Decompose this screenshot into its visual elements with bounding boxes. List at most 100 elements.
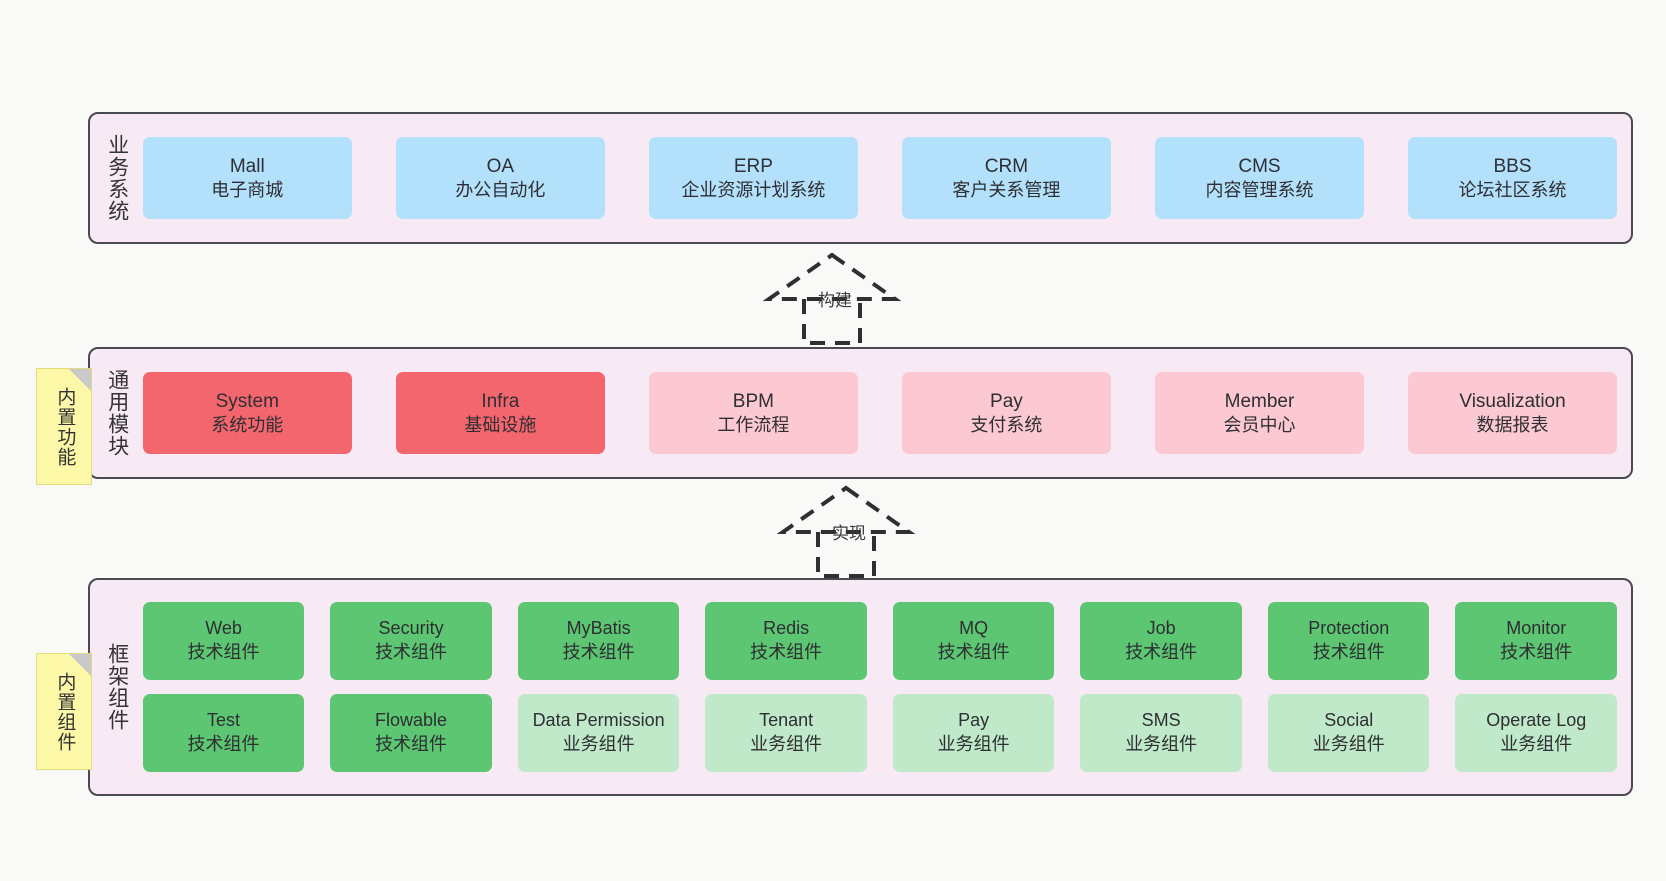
card-bpm[interactable]: BPM 工作流程 bbox=[648, 372, 858, 454]
card-bpm-name: BPM bbox=[732, 390, 774, 412]
card-test[interactable]: Test 技术组件 bbox=[142, 694, 305, 772]
card-visualization-desc: 数据报表 bbox=[1476, 414, 1549, 435]
layer-common-modules: 通用模块 System 系统功能 Infra 基础设施 BPM 工作流程 Pay… bbox=[88, 347, 1633, 479]
card-redis-desc: 技术组件 bbox=[750, 642, 823, 662]
card-infra[interactable]: Infra 基础设施 bbox=[395, 372, 605, 454]
card-data-permission-name: Data Permission bbox=[532, 710, 665, 731]
common-modules-card-list: System 系统功能 Infra 基础设施 BPM 工作流程 Pay 支付系统… bbox=[137, 372, 1631, 454]
layer-business-systems: 业务系统 Mall 电子商城 OA 办公自动化 ERP 企业资源计划系统 CRM… bbox=[88, 112, 1633, 244]
card-cms[interactable]: CMS 内容管理系统 bbox=[1154, 137, 1364, 219]
card-cms-desc: 内容管理系统 bbox=[1205, 179, 1314, 200]
card-mybatis[interactable]: MyBatis 技术组件 bbox=[517, 602, 680, 680]
note-fold-corner-icon bbox=[69, 369, 91, 391]
card-mq-desc: 技术组件 bbox=[937, 642, 1010, 662]
card-crm[interactable]: CRM 客户关系管理 bbox=[901, 137, 1111, 219]
card-operate-log[interactable]: Operate Log 业务组件 bbox=[1455, 694, 1618, 772]
card-data-permission-desc: 业务组件 bbox=[562, 734, 635, 754]
card-mybatis-name: MyBatis bbox=[566, 618, 631, 639]
connector-implement: 实现 bbox=[766, 483, 926, 580]
card-mall[interactable]: Mall 电子商城 bbox=[142, 137, 352, 219]
card-web[interactable]: Web 技术组件 bbox=[142, 602, 305, 680]
note-builtin-component-label: 内置组件 bbox=[54, 671, 76, 752]
card-monitor-name: Monitor bbox=[1506, 618, 1567, 639]
connector-build-label: 构建 bbox=[818, 291, 852, 310]
card-visualization-name: Visualization bbox=[1459, 390, 1566, 412]
framework-biz-row: Test 技术组件 Flowable 技术组件 Data Permission … bbox=[142, 694, 1618, 772]
card-erp[interactable]: ERP 企业资源计划系统 bbox=[648, 137, 858, 219]
card-bpm-desc: 工作流程 bbox=[717, 414, 790, 435]
note-builtin-function: 内置功能 bbox=[36, 368, 92, 485]
card-job-name: Job bbox=[1146, 618, 1176, 639]
card-oa-desc: 办公自动化 bbox=[455, 179, 546, 200]
card-member-name: Member bbox=[1224, 390, 1295, 412]
card-operate-log-desc: 业务组件 bbox=[1500, 734, 1573, 754]
card-member-desc: 会员中心 bbox=[1223, 414, 1296, 435]
card-mybatis-desc: 技术组件 bbox=[562, 642, 635, 662]
card-pay-module[interactable]: Pay 支付系统 bbox=[901, 372, 1111, 454]
card-test-name: Test bbox=[207, 710, 241, 731]
card-social-desc: 业务组件 bbox=[1312, 734, 1385, 754]
card-system-desc: 系统功能 bbox=[211, 414, 284, 435]
layer-framework-components: 框架组件 Web 技术组件 Security 技术组件 MyBatis 技术组件… bbox=[88, 578, 1633, 796]
card-erp-desc: 企业资源计划系统 bbox=[681, 179, 826, 200]
card-cms-name: CMS bbox=[1238, 155, 1281, 177]
connector-build: 构建 bbox=[752, 250, 912, 347]
card-protection[interactable]: Protection 技术组件 bbox=[1267, 602, 1430, 680]
dashed-hollow-arrow-icon bbox=[762, 252, 902, 345]
card-test-desc: 技术组件 bbox=[187, 734, 260, 754]
card-redis[interactable]: Redis 技术组件 bbox=[705, 602, 867, 680]
card-job[interactable]: Job 技术组件 bbox=[1080, 602, 1242, 680]
framework-tech-row: Web 技术组件 Security 技术组件 MyBatis 技术组件 Redi… bbox=[142, 602, 1618, 680]
card-mq[interactable]: MQ 技术组件 bbox=[892, 602, 1055, 680]
card-mall-desc: 电子商城 bbox=[211, 179, 284, 200]
note-builtin-function-label: 内置功能 bbox=[54, 386, 76, 467]
card-tenant[interactable]: Tenant 业务组件 bbox=[705, 694, 867, 772]
card-flowable-name: Flowable bbox=[375, 710, 448, 731]
dashed-hollow-arrow-icon bbox=[776, 485, 916, 578]
card-flowable[interactable]: Flowable 技术组件 bbox=[330, 694, 492, 772]
card-security-desc: 技术组件 bbox=[375, 642, 448, 662]
layer-title-framework-components: 框架组件 bbox=[105, 643, 129, 731]
card-pay-component[interactable]: Pay 业务组件 bbox=[892, 694, 1055, 772]
card-sms-desc: 业务组件 bbox=[1125, 734, 1198, 754]
card-system[interactable]: System 系统功能 bbox=[142, 372, 352, 454]
card-operate-log-name: Operate Log bbox=[1486, 710, 1587, 731]
card-pay-component-name: Pay bbox=[958, 710, 990, 731]
card-redis-name: Redis bbox=[763, 618, 810, 639]
card-web-desc: 技术组件 bbox=[187, 642, 260, 662]
card-infra-desc: 基础设施 bbox=[464, 414, 537, 435]
card-mq-name: MQ bbox=[959, 618, 989, 639]
card-sms[interactable]: SMS 业务组件 bbox=[1080, 694, 1242, 772]
card-crm-name: CRM bbox=[984, 155, 1029, 177]
card-tenant-name: Tenant bbox=[759, 710, 814, 731]
card-job-desc: 技术组件 bbox=[1125, 642, 1198, 662]
card-data-permission[interactable]: Data Permission 业务组件 bbox=[517, 694, 680, 772]
note-fold-corner-icon bbox=[69, 654, 91, 676]
card-oa-name: OA bbox=[486, 155, 515, 177]
layer-title-business-systems: 业务系统 bbox=[105, 134, 129, 222]
card-social[interactable]: Social 业务组件 bbox=[1267, 694, 1430, 772]
card-flowable-desc: 技术组件 bbox=[375, 734, 448, 754]
card-pay-module-name: Pay bbox=[990, 390, 1023, 412]
card-bbs-desc: 论坛社区系统 bbox=[1458, 179, 1567, 200]
card-protection-name: Protection bbox=[1308, 618, 1390, 639]
card-monitor[interactable]: Monitor 技术组件 bbox=[1455, 602, 1618, 680]
card-infra-name: Infra bbox=[481, 390, 520, 412]
card-member[interactable]: Member 会员中心 bbox=[1154, 372, 1364, 454]
connector-implement-label: 实现 bbox=[832, 524, 866, 543]
card-mall-name: Mall bbox=[229, 155, 265, 177]
card-erp-name: ERP bbox=[733, 155, 773, 177]
card-web-name: Web bbox=[205, 618, 242, 639]
card-security[interactable]: Security 技术组件 bbox=[330, 602, 492, 680]
card-social-name: Social bbox=[1324, 710, 1374, 731]
card-pay-module-desc: 支付系统 bbox=[970, 414, 1043, 435]
card-pay-component-desc: 业务组件 bbox=[937, 734, 1010, 754]
framework-components-grid: Web 技术组件 Security 技术组件 MyBatis 技术组件 Redi… bbox=[137, 602, 1631, 772]
card-oa[interactable]: OA 办公自动化 bbox=[395, 137, 605, 219]
card-system-name: System bbox=[215, 390, 279, 412]
card-visualization[interactable]: Visualization 数据报表 bbox=[1408, 372, 1618, 454]
card-protection-desc: 技术组件 bbox=[1312, 642, 1385, 662]
layer-title-common-modules: 通用模块 bbox=[105, 369, 129, 457]
card-bbs[interactable]: BBS 论坛社区系统 bbox=[1408, 137, 1618, 219]
card-crm-desc: 客户关系管理 bbox=[952, 179, 1061, 200]
